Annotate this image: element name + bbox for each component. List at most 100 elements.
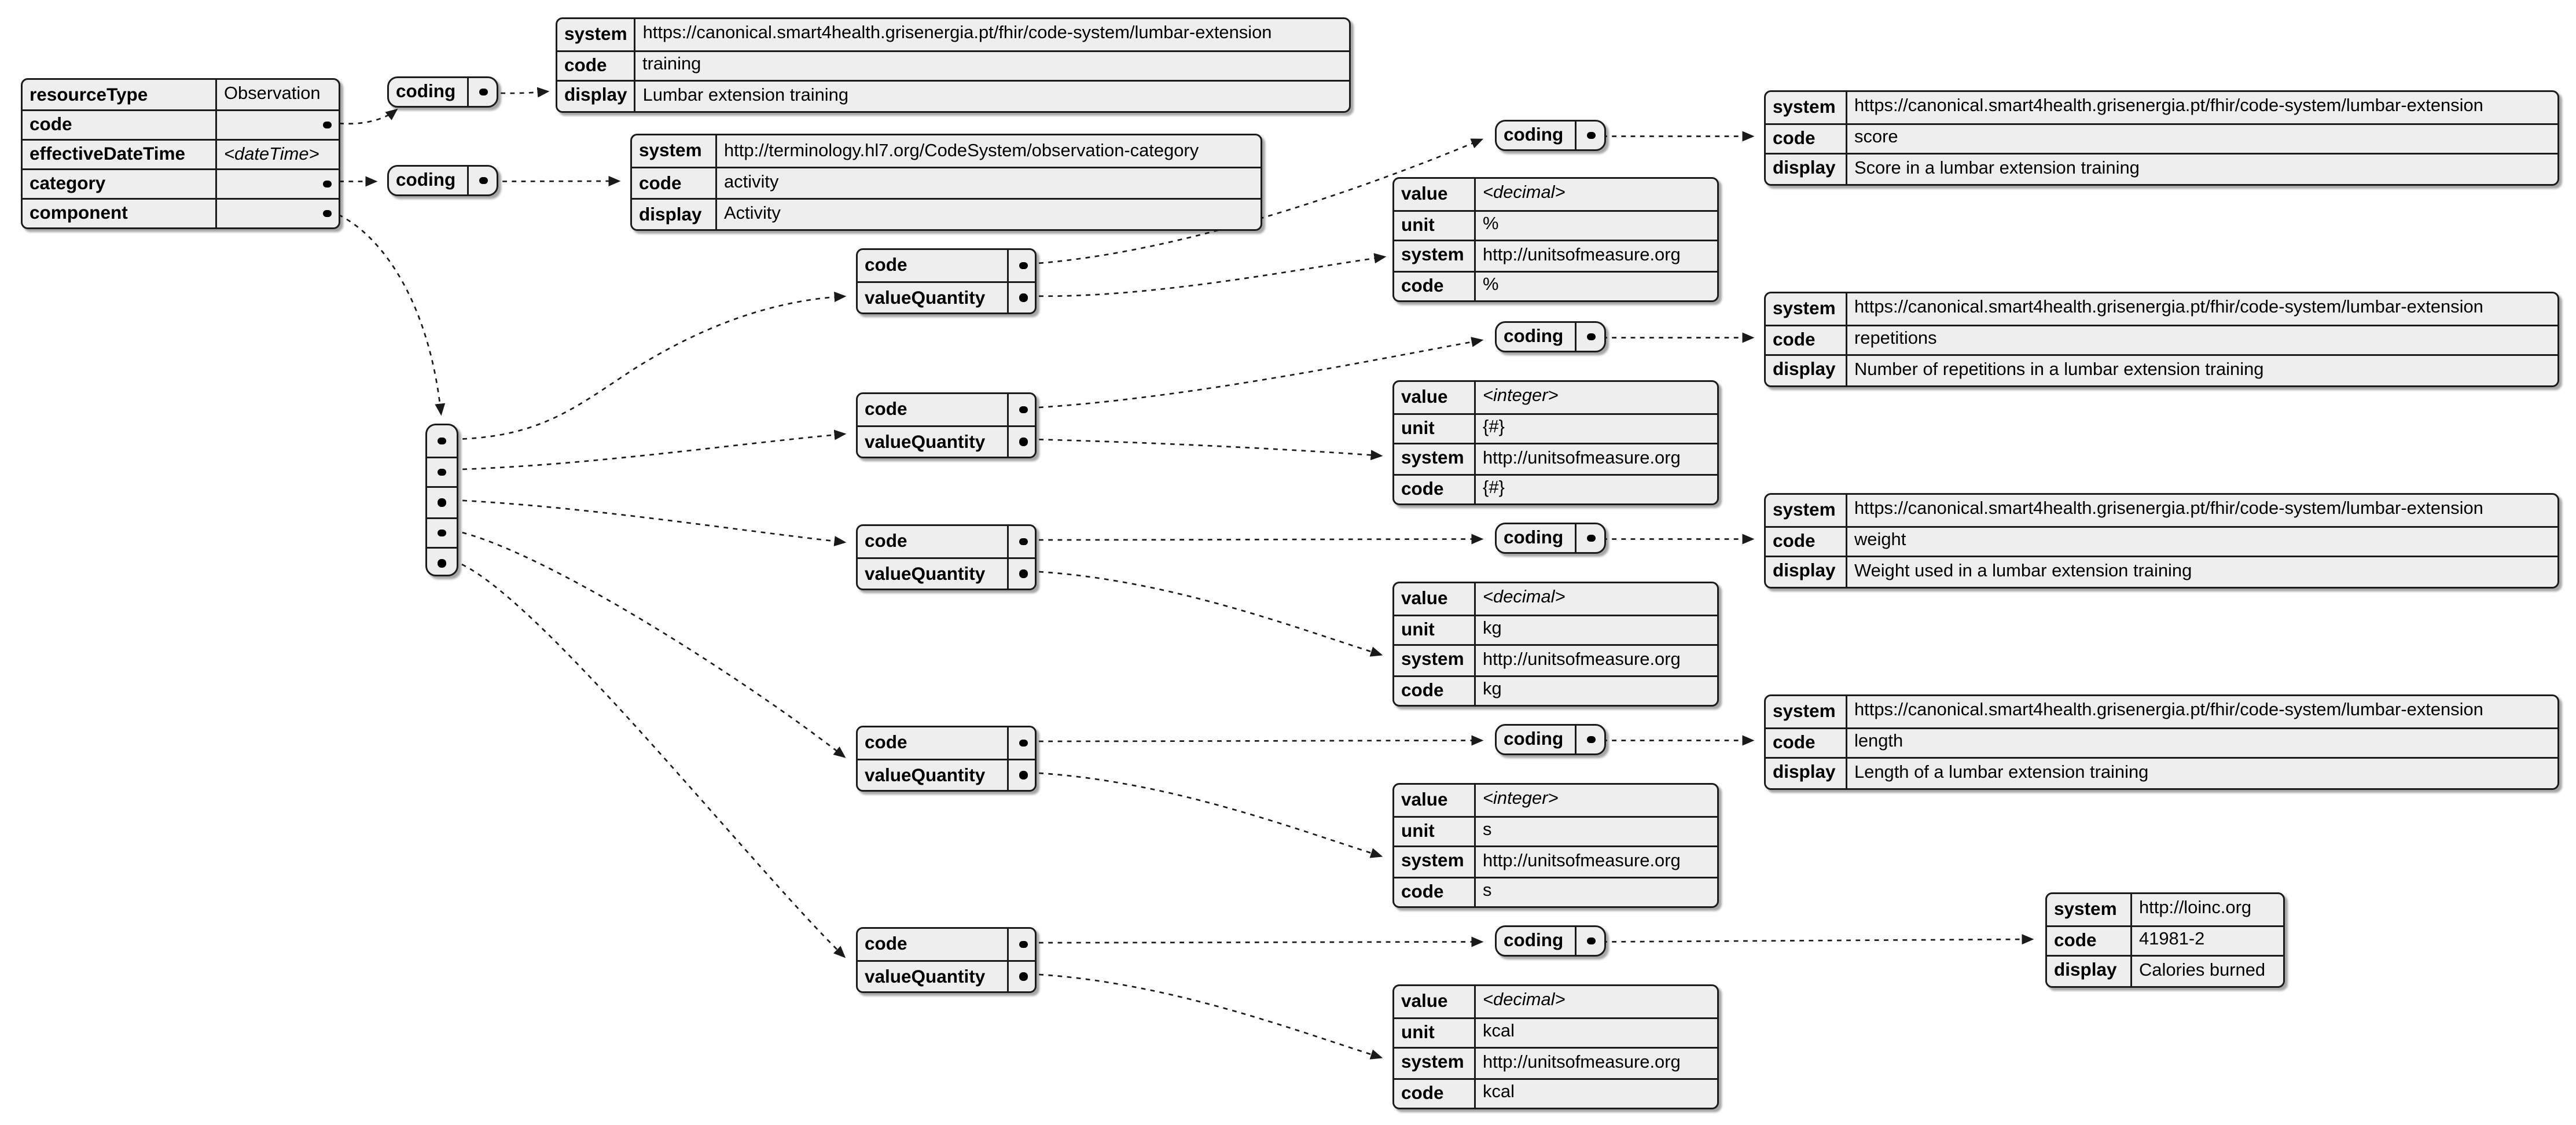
row-value: http://unitsofmeasure.org [1483, 246, 1681, 266]
row-label: value [1394, 785, 1476, 815]
row-label: code [865, 733, 907, 753]
table-row: code [858, 394, 1035, 425]
edge-comp4-code-to-coding [1029, 735, 1484, 746]
row-label: category [23, 170, 217, 198]
row-label: valueQuantity [865, 966, 986, 987]
bullet-icon [1019, 438, 1028, 446]
row-label: code [557, 51, 635, 80]
bullet-icon [438, 529, 446, 538]
row-value [217, 200, 339, 227]
bullet-cell [1007, 727, 1035, 759]
calories-coding-pill: coding [1495, 925, 1606, 957]
row-value: <integer> [1483, 790, 1559, 810]
row-label: code [865, 934, 907, 955]
bullet-icon [1019, 739, 1028, 747]
row-value: Activity [724, 205, 781, 224]
row-value: https://canonical.smart4health.grisenerg… [1854, 701, 2483, 721]
bullet-icon [479, 88, 488, 96]
row-label: code [1766, 124, 1847, 153]
bullet-icon [324, 209, 332, 218]
table-row: display Lumbar extension training [557, 80, 1349, 111]
row-label: coding [1504, 931, 1564, 951]
table-row: display Activity [632, 198, 1261, 229]
row-label: effectiveDateTime [23, 141, 217, 168]
row-value: {#} [1483, 418, 1505, 438]
bullet-icon [479, 177, 488, 185]
row-label: unit [1394, 414, 1476, 443]
length-coding-pill: coding [1495, 724, 1606, 755]
row-value: <decimal> [1483, 184, 1566, 204]
edge-coding-to-category-table [493, 175, 621, 186]
table-row: valueQuantity [858, 281, 1035, 312]
row-label: display [2047, 957, 2132, 986]
bullet-cell [467, 167, 497, 194]
table-row: valueQuantity [858, 425, 1035, 457]
edge-list-to-component-4 [453, 530, 846, 758]
table-row: value <integer> [1394, 785, 1717, 815]
row-label: system [1766, 696, 1847, 727]
bullet-cell [467, 78, 497, 106]
row-label: unit [1394, 615, 1476, 644]
row-label: coding [396, 82, 456, 102]
edge-list-to-component-3 [453, 499, 847, 547]
bullet-cell [1007, 559, 1035, 589]
row-label: valueQuantity [865, 563, 986, 584]
bullet-cell [1007, 283, 1035, 312]
row-label: system [1394, 444, 1476, 473]
edge-comp3-code-to-coding [1029, 534, 1484, 545]
edge-comp1-vq-to-quantity [1029, 253, 1387, 297]
row-label: code [1394, 271, 1476, 300]
table-row: code [858, 250, 1035, 281]
row-value: http://unitsofmeasure.org [1483, 1053, 1681, 1073]
bullet-icon [324, 121, 332, 129]
row-value: http://terminology.hl7.org/CodeSystem/ob… [724, 141, 1199, 161]
row-label: system [1394, 646, 1476, 675]
bullet-icon [1019, 538, 1028, 546]
component-list-item [427, 486, 457, 517]
row-label: value [1394, 382, 1476, 413]
row-label: code [23, 111, 217, 139]
row-label: code [1766, 325, 1847, 355]
component-calories-pair: code valueQuantity [856, 927, 1037, 993]
row-value: weight [1854, 532, 1906, 552]
edge-comp2-code-to-coding [1029, 337, 1484, 409]
table-row: coding [1497, 524, 1604, 552]
table-row: effectiveDateTime <dateTime> [23, 139, 339, 168]
bullet-icon [1019, 972, 1028, 981]
category-coding-table: system http://terminology.hl7.org/CodeSy… [630, 134, 1262, 231]
row-value: Weight used in a lumbar extension traini… [1854, 562, 2192, 582]
row-label: code [1766, 728, 1847, 758]
weight-coding-pill: coding [1495, 523, 1606, 554]
bullet-cell [1007, 526, 1035, 557]
row-label: coding [1504, 729, 1564, 750]
row-label: system [1394, 241, 1476, 270]
row-label: system [632, 135, 717, 167]
row-label: resourceType [23, 80, 217, 109]
component-list-item [427, 547, 457, 575]
bullet-cell [1575, 524, 1604, 552]
row-value: repetitions [1854, 330, 1937, 350]
bullet-cell [1007, 760, 1035, 790]
row-value: training [642, 56, 701, 76]
edge-list-to-component-1 [453, 292, 847, 440]
bullet-cell [1007, 929, 1035, 960]
bullet-icon [438, 468, 446, 476]
bullet-icon [1019, 940, 1028, 948]
bullet-icon [324, 180, 332, 188]
table-row: unit% [1394, 209, 1717, 240]
edge-component-to-list [329, 210, 446, 416]
bullet-icon [438, 560, 446, 568]
code-coding-table: system https://canonical.smart4health.gr… [556, 17, 1351, 113]
bullet-cell [1007, 394, 1035, 425]
